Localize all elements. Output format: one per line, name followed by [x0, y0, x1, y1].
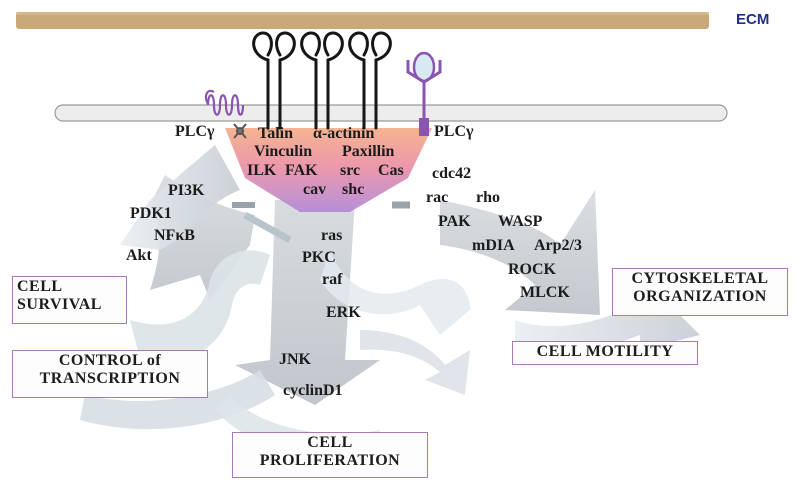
rac-label: rac	[426, 190, 448, 206]
control-transcription-line1: CONTROL of	[17, 352, 203, 370]
arrow-swirl-right	[360, 330, 470, 395]
pkc-label: PKC	[302, 250, 336, 266]
mdia-label: mDIA	[472, 238, 515, 254]
erk-label: ERK	[326, 305, 361, 321]
cell-proliferation-line2: PROLIFERATION	[237, 452, 423, 470]
rock-label: ROCK	[508, 262, 556, 278]
fak-label: FAK	[285, 163, 318, 179]
cas-label: Cas	[378, 163, 404, 179]
ilk-label: ILK	[247, 163, 276, 179]
pdk1-label: PDK1	[130, 206, 172, 222]
cytoskeletal-line2: ORGANIZATION	[617, 288, 783, 306]
pi3k-label: PI3K	[168, 183, 204, 199]
control-transcription-line2: TRANSCRIPTION	[17, 370, 203, 388]
cytoskeletal-organization-box: CYTOSKELETAL ORGANIZATION	[612, 268, 788, 316]
src-label: src	[340, 163, 360, 179]
pak-label: PAK	[438, 214, 471, 230]
talin-label: Talin	[258, 126, 293, 142]
cav-label: cav	[303, 182, 326, 198]
cell-proliferation-line1: CELL	[237, 434, 423, 452]
akt-label: Akt	[126, 248, 152, 264]
nfkb-label: NFκB	[154, 228, 195, 244]
mlck-label: MLCK	[520, 285, 570, 301]
cell-survival-box: CELL SURVIVAL	[12, 276, 127, 324]
paxillin-label: Paxillin	[342, 144, 394, 160]
cyclind1-label: cyclinD1	[283, 383, 343, 399]
ras-label: ras	[321, 228, 342, 244]
arp23-label: Arp2/3	[534, 238, 582, 254]
ecm-label: ECM	[736, 11, 769, 28]
cell-motility-box: CELL MOTILITY	[512, 341, 698, 365]
vinculin-label: Vinculin	[254, 144, 312, 160]
control-transcription-box: CONTROL of TRANSCRIPTION	[12, 350, 208, 398]
plc-gamma-right: PLCγ	[434, 124, 473, 140]
shc-label: shc	[342, 182, 364, 198]
raf-label: raf	[322, 272, 342, 288]
cell-proliferation-box: CELL PROLIFERATION	[232, 432, 428, 478]
cdc42-label: cdc42	[432, 166, 471, 182]
plc-gamma-left: PLCγ	[175, 124, 214, 140]
alpha-actinin-label: α-actinin	[313, 126, 374, 142]
cell-survival-line2: SURVIVAL	[17, 296, 122, 314]
plasma-membrane	[55, 105, 727, 121]
wasp-label: WASP	[498, 214, 542, 230]
cytoskeletal-line1: CYTOSKELETAL	[617, 270, 783, 288]
cell-motility-label: CELL MOTILITY	[517, 343, 693, 361]
rho-label: rho	[476, 190, 500, 206]
cell-survival-line1: CELL	[17, 278, 122, 296]
jnk-label: JNK	[279, 352, 311, 368]
